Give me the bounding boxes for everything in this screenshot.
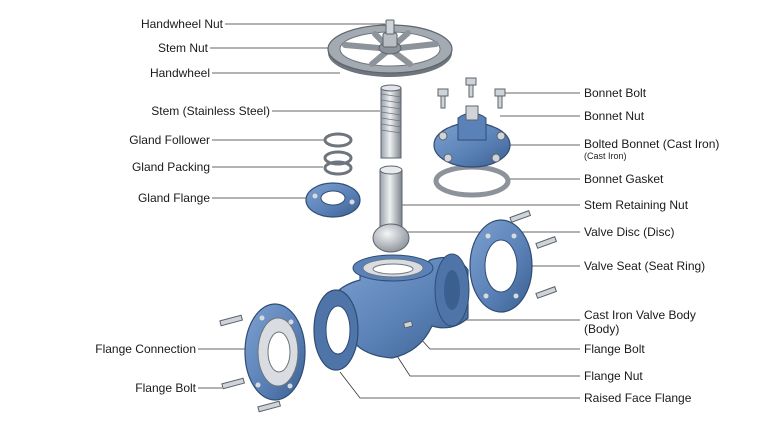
label-handwheel: Handwheel — [149, 66, 210, 80]
stem-art — [372, 84, 410, 253]
label-gland-flange: Gland Flange — [137, 191, 210, 205]
label-flange-bolt-left: Flange Bolt — [135, 381, 196, 395]
right-flange-art — [469, 210, 558, 313]
label-bolted-bonnet-sub: (Cast Iron) — [584, 151, 627, 161]
label-handwheel-nut: Handwheel Nut — [140, 17, 223, 31]
label-stem-retaining-nut: Stem Retaining Nut — [584, 198, 689, 212]
label-gland-follower: Gland Follower — [129, 133, 210, 147]
label-flange-connection: Flange Connection — [95, 342, 196, 356]
bonnet-art — [433, 77, 511, 198]
handwheel-art — [327, 19, 453, 77]
valve-body-art — [313, 253, 470, 371]
label-valve-seat: Valve Seat (Seat Ring) — [584, 259, 706, 273]
label-bonnet-nut: Bonnet Nut — [584, 109, 645, 123]
label-stem: Stem (Stainless Steel) — [151, 104, 270, 118]
label-bolted-bonnet: Bolted Bonnet (Cast Iron) — [584, 137, 720, 151]
label-bonnet-bolt: Bonnet Bolt — [584, 86, 647, 100]
label-valve-body: Cast Iron Valve Body — [584, 308, 696, 322]
label-valve-disc: Valve Disc (Disc) — [584, 225, 675, 239]
label-flange-nut: Flange Nut — [584, 369, 643, 383]
left-flange-art — [219, 303, 306, 413]
label-stem-nut: Stem Nut — [157, 41, 208, 55]
label-raised-face-flange: Raised Face Flange — [584, 391, 692, 405]
label-bonnet-gasket: Bonnet Gasket — [584, 172, 664, 186]
label-valve-body-sub: (Body) — [584, 322, 620, 336]
label-flange-bolt-right: Flange Bolt — [584, 342, 645, 356]
label-gland-packing: Gland Packing — [131, 160, 210, 174]
gland-art — [305, 132, 361, 218]
